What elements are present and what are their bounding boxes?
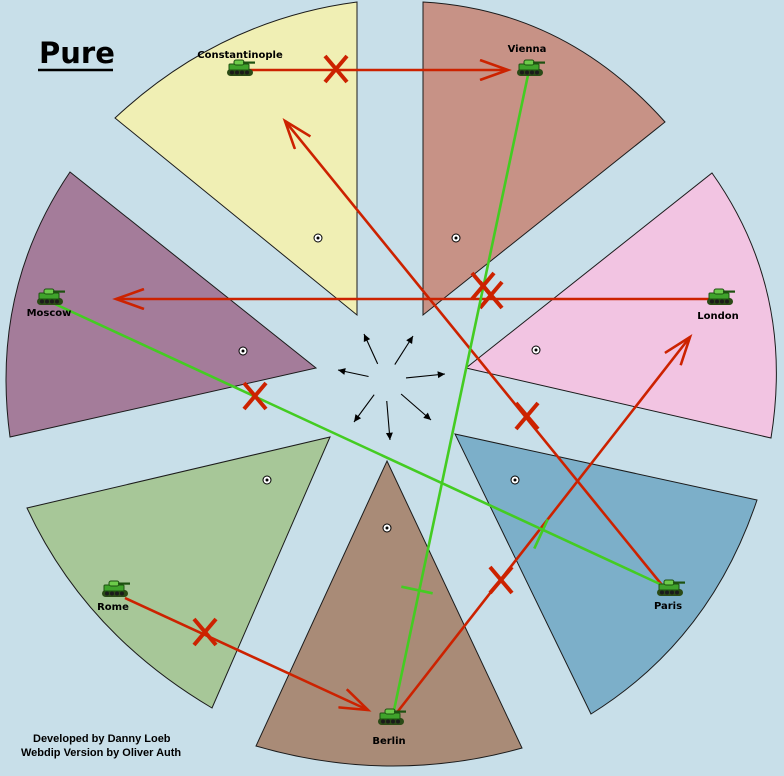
failed-order-cross-icon	[242, 381, 268, 411]
supply-center-icon	[382, 523, 392, 533]
supply-center-icon	[238, 346, 248, 356]
move-order-berlin-london	[393, 337, 690, 716]
territory-label-moscow: Moscow	[27, 308, 72, 319]
territory-moscow[interactable]	[5, 171, 318, 438]
territory-london[interactable]	[464, 172, 777, 439]
supply-center-icon	[313, 233, 323, 243]
move-order-paris-constantinople	[285, 121, 664, 586]
failed-order-cross-icon	[323, 54, 349, 84]
territory-label-paris: Paris	[654, 601, 682, 612]
move-order-rome-berlin	[124, 596, 368, 710]
territory-label-berlin: Berlin	[372, 736, 405, 747]
support-order-vienna-berlin	[391, 74, 530, 716]
failed-order-cross-icon	[488, 565, 514, 595]
failed-order-cross-icon	[514, 401, 540, 431]
credit-line-1: Developed by Danny Loeb	[33, 733, 171, 745]
credit-line-2: Webdip Version by Oliver Auth	[21, 747, 181, 759]
center-region-arrows	[337, 333, 446, 441]
support-tick	[401, 585, 433, 595]
territory-label-rome: Rome	[97, 602, 129, 613]
failed-order-cross-icon	[192, 617, 218, 647]
map-title: Pure	[39, 36, 115, 70]
supply-center-icon	[262, 475, 272, 485]
failed-order-cross-icon	[470, 271, 496, 301]
territory-label-vienna: Vienna	[508, 44, 547, 55]
supply-center-icon	[451, 233, 461, 243]
supply-center-icon	[510, 475, 520, 485]
territory-constantinople[interactable]	[114, 1, 358, 317]
support-tick	[533, 518, 549, 550]
supply-center-icon	[531, 345, 541, 355]
support-order-moscow-paris	[54, 302, 663, 587]
territory-rome[interactable]	[26, 436, 331, 709]
territory-label-constantinople: Constantinople	[197, 50, 283, 61]
territory-paris[interactable]	[454, 433, 758, 715]
territory-label-london: London	[697, 311, 739, 322]
